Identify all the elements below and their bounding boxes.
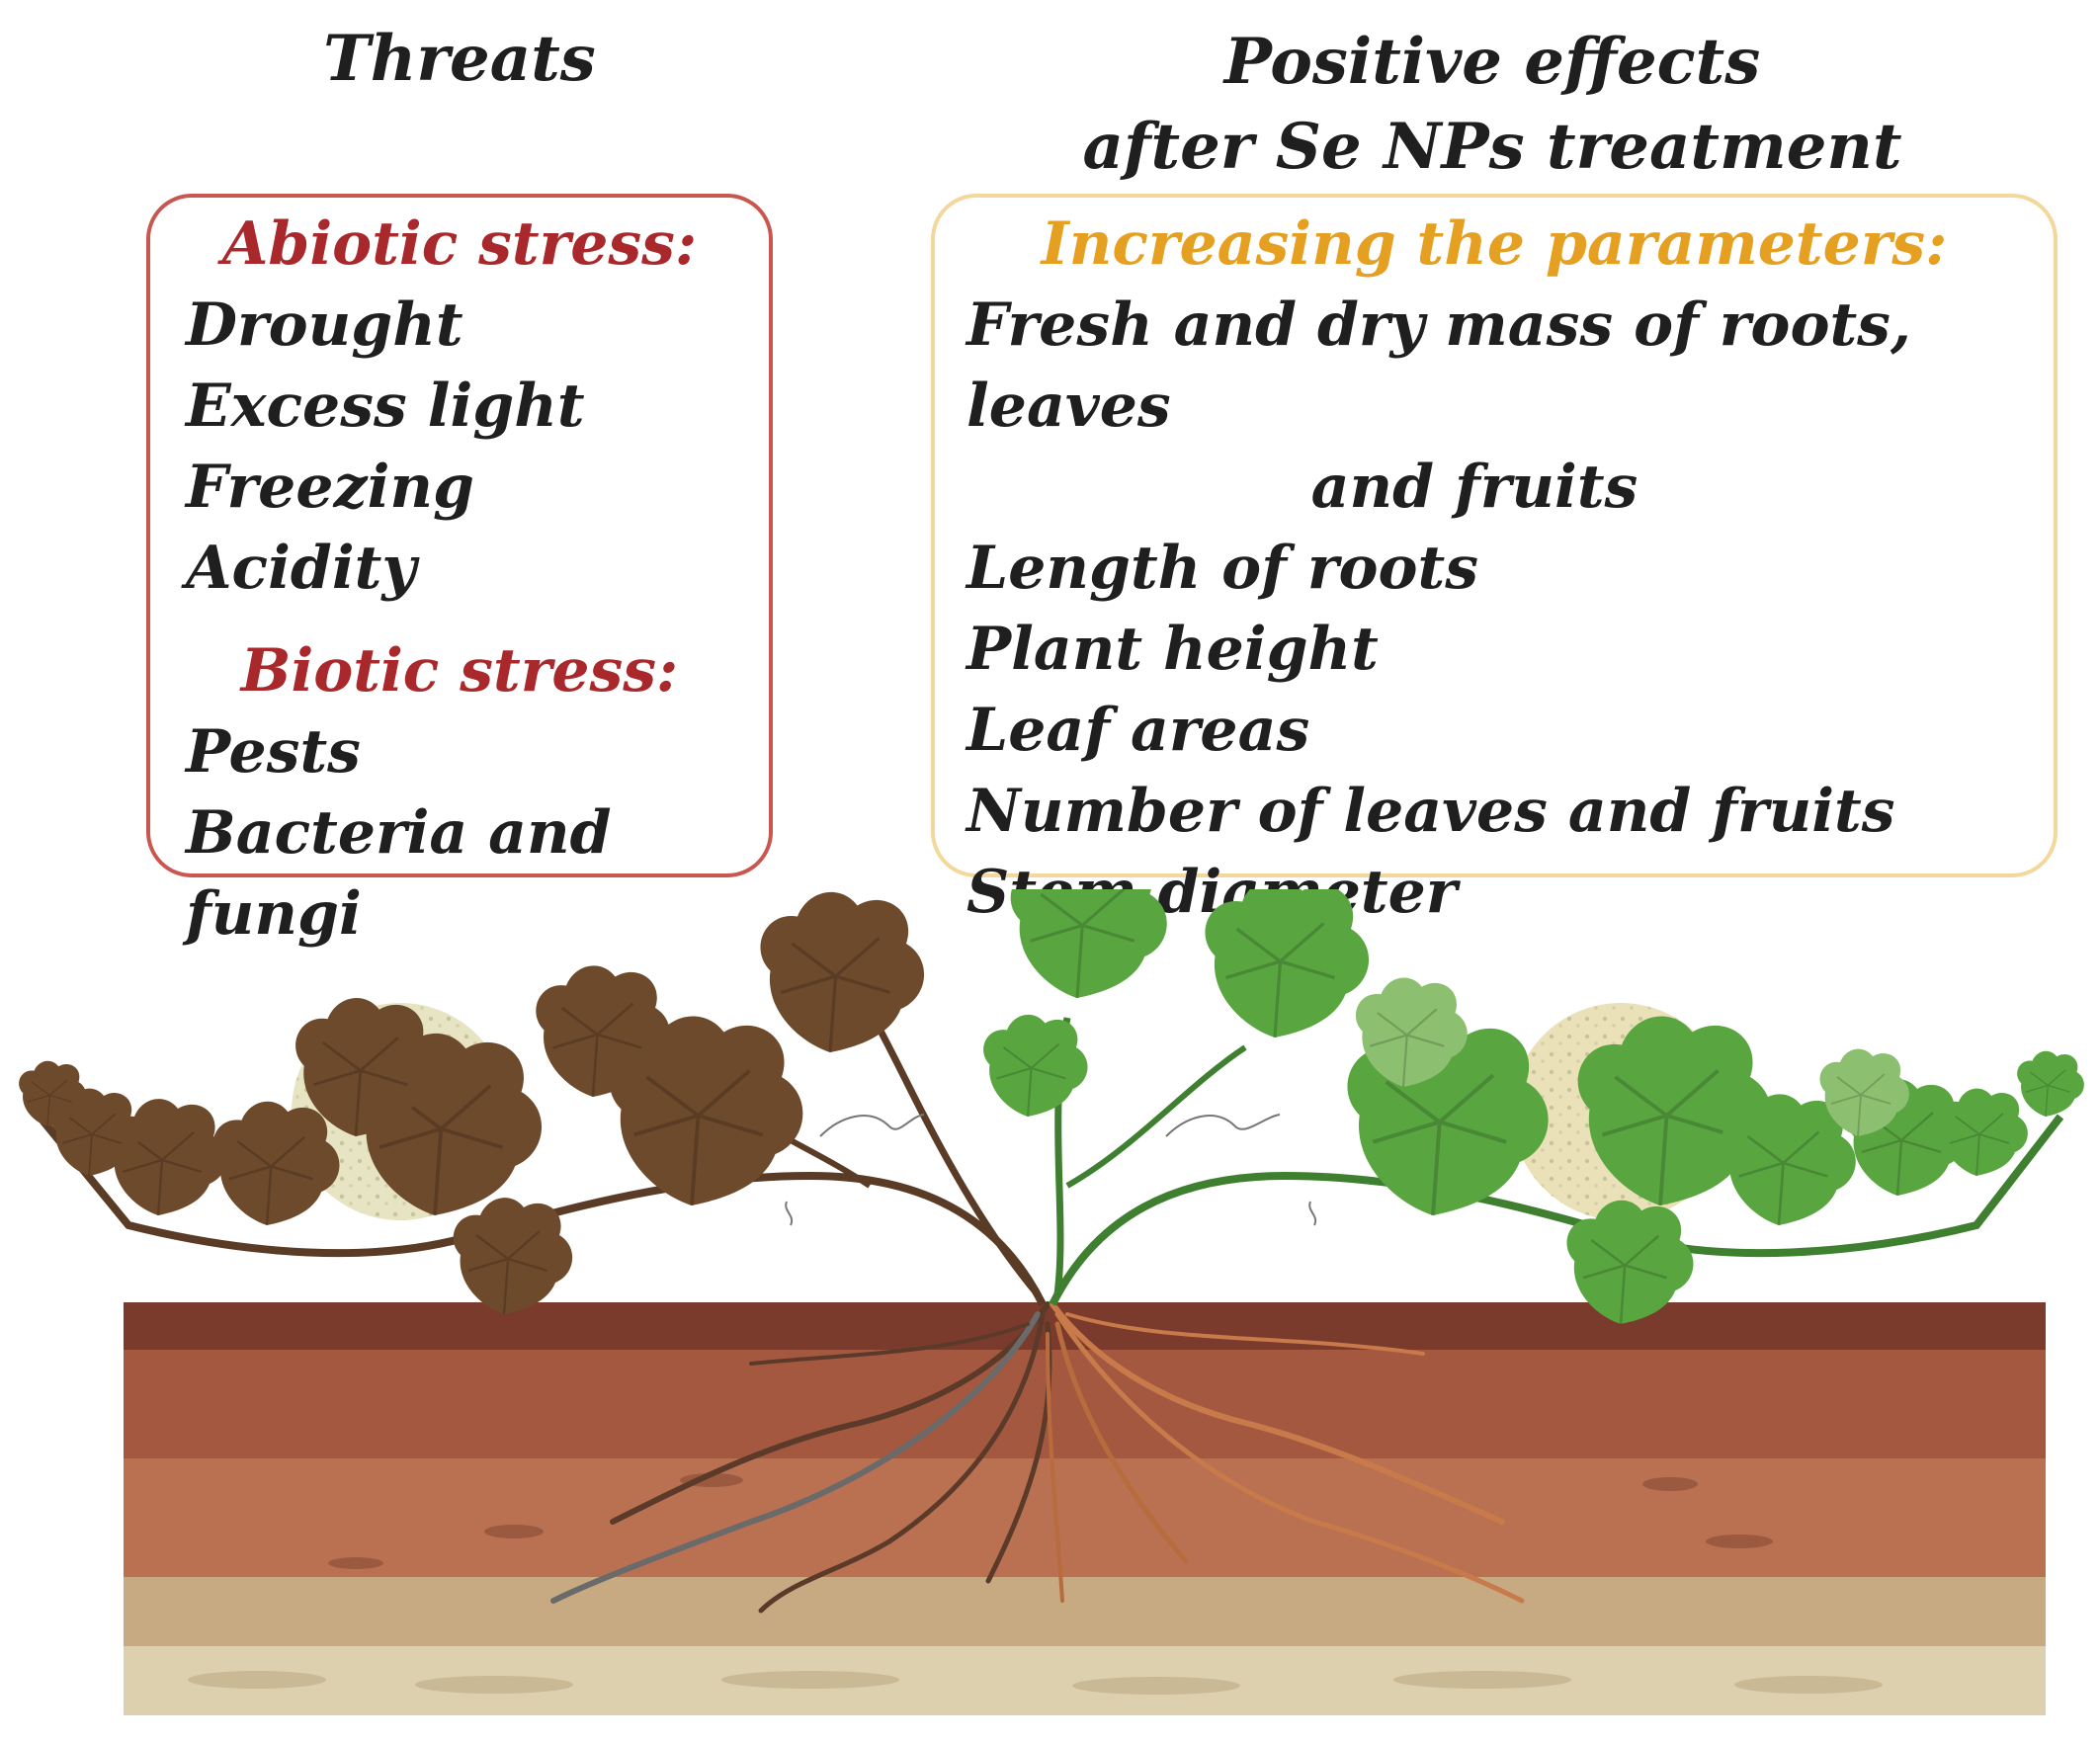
param-item-mass: Fresh and dry mass of roots, leaves [966, 291, 1911, 441]
param-item-leaves-fruits: Number of leaves and fruits [966, 777, 1895, 846]
biotic-item-bacteria-fungi: Bacteria and fungi [186, 798, 612, 949]
abiotic-item-freezing: Freezing [186, 453, 474, 522]
stressed-plant [18, 890, 1047, 1316]
increasing-parameters-heading: Increasing the parameters: [1041, 209, 1948, 279]
threats-title-text: Threats [323, 22, 596, 96]
positive-effects-title: Positive effects after Se NPs treatment [1018, 20, 1967, 190]
param-item-root-length: Length of roots [966, 534, 1479, 603]
param-item-mass-cont: and fruits [1310, 453, 1638, 522]
tendrils [785, 1114, 1317, 1226]
biotic-stress-heading: Biotic stress: [240, 636, 679, 706]
abiotic-item-acidity: Acidity [186, 534, 417, 603]
threats-box: Abiotic stress: Drought Excess light Fre… [146, 194, 773, 949]
healthy-plant [982, 889, 2085, 1326]
param-item-leaf-areas: Leaf areas [966, 696, 1310, 765]
param-item-plant-height: Plant height [966, 615, 1379, 684]
positive-title-line2: after Se NPs treatment [1082, 110, 1902, 184]
roots [550, 1301, 1525, 1614]
abiotic-stress-heading: Abiotic stress: [221, 209, 698, 279]
abiotic-stress-list: Drought Excess light Freezing Acidity [150, 285, 769, 609]
soil-layers [124, 1302, 2046, 1715]
abiotic-item-excess-light: Excess light [186, 372, 585, 441]
abiotic-item-drought: Drought [186, 291, 463, 360]
positive-title-line1: Positive effects [1223, 25, 1761, 99]
positive-effects-box: Increasing the parameters: Fresh and dry… [931, 194, 2058, 927]
biotic-stress-list: Pests Bacteria and fungi [150, 711, 769, 955]
plant-soil-illustration [18, 889, 2085, 1715]
parameters-list: Fresh and dry mass of roots, leaves and … [935, 285, 2054, 933]
biotic-item-pests: Pests [186, 717, 361, 787]
threats-title: Threats [247, 20, 672, 99]
